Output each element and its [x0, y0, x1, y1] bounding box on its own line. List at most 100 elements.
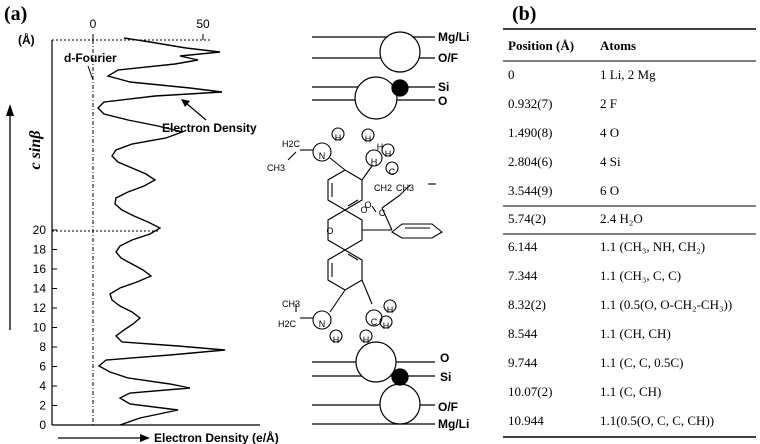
table-cell-atoms: 1.1 (CH₃, NH, CH₂): [600, 239, 705, 254]
table-cell-atoms: 1.1 (CH, CH): [600, 326, 671, 341]
atom-spheres: [354, 31, 421, 425]
table-cell-atoms: 6 O: [600, 183, 619, 198]
label-electron-density: Electron Density: [162, 121, 257, 135]
y-tick-label: 14: [33, 282, 47, 296]
table-cell-atoms: 2 F: [600, 96, 617, 111]
y-axis-ticks: 0 2 4 6 8 10 12 14 16 18 20: [33, 223, 57, 432]
n-atom-top: [312, 142, 332, 162]
table-cell-position: 6.144: [508, 239, 538, 254]
panel-b-label: (b): [512, 3, 536, 25]
molecule-atom-label: N: [319, 319, 326, 329]
molecule-atom-label: N: [319, 151, 326, 161]
table-cell-atoms: 2.4 H₂O: [600, 211, 643, 226]
molecule-atom-label: CH3: [267, 163, 285, 173]
si-atom-bottom: [391, 368, 409, 386]
panel-a-label: (a): [4, 3, 27, 25]
table-cell-atoms: 4 O: [600, 125, 619, 140]
y-tick-label: 18: [33, 243, 47, 257]
molecule-atom-label: H: [335, 133, 342, 143]
y-axis-arrow: [6, 104, 14, 330]
layer-label-o-bottom: O: [440, 351, 449, 365]
table-cell-atoms: 4 Si: [600, 154, 621, 169]
rhodamine-molecule: [287, 127, 443, 343]
table-cell-atoms: 1.1 (0.5(O, O-CH₂-CH₃)): [600, 297, 732, 312]
molecule-atom-label: H: [383, 321, 390, 331]
y-tick-label: 12: [33, 301, 47, 315]
layer-label-mgli-bottom: Mg/Li: [438, 417, 469, 431]
table-rules: [503, 28, 756, 438]
table-cell-atoms: 1.1 (C, C, 0.5C): [600, 355, 683, 370]
label-d-fourier: d-Fourier: [64, 51, 117, 65]
molecule-atom-label: C: [389, 167, 396, 177]
y-tick-label: 4: [39, 379, 46, 393]
layer-label-mgli-top: Mg/Li: [438, 30, 469, 44]
table-cell-position: 8.544: [508, 326, 538, 341]
top-tick-50: 50: [196, 17, 210, 31]
n-atom-bottom: [312, 310, 332, 330]
table-cell-position: 1.490(8): [508, 125, 552, 140]
table-cell-position: 10.944: [508, 413, 544, 428]
y-tick-label: 16: [33, 262, 47, 276]
y-tick-label: 20: [33, 223, 47, 237]
molecule-atom-label: H: [385, 149, 392, 159]
atom-sphere-bottom-1: [355, 341, 397, 383]
molecule-atom-label: H: [333, 335, 340, 345]
x-axis-arrow: [58, 434, 150, 442]
electron-density-arrow: [181, 99, 207, 121]
table-cell-position: 10.07(2): [508, 384, 552, 399]
molecule-atom-label: C: [371, 317, 378, 327]
molecule-atom-label: H: [377, 142, 384, 152]
molecule-atom-label: O: [326, 226, 333, 236]
atom-sphere-top-1: [379, 31, 421, 73]
table-cell-position: 7.344: [508, 268, 538, 283]
molecule-atom-label: H: [371, 157, 378, 167]
table-cell-position: 8.32(2): [508, 297, 546, 312]
table-cell-position: 3.544(9): [508, 183, 552, 198]
y-tick-label: 10: [33, 321, 47, 335]
y-tick-label: 8: [39, 340, 46, 354]
table-cell-atoms: 1 Li, 2 Mg: [600, 67, 656, 82]
table-cell-position: 2.804(6): [508, 154, 552, 169]
table-cell-position: 9.744: [508, 355, 538, 370]
table-cell-position: 0.932(7): [508, 96, 552, 111]
table-rows: 0 1 Li, 2 Mg 0.932(7) 2 F 1.490(8) 4 O 2.804(6…: [508, 67, 732, 428]
y-tick-label: 6: [39, 360, 46, 374]
molecule-atom-label: O: [360, 205, 367, 215]
atom-sphere-top-2: [354, 76, 398, 120]
y-tick-label: 0: [39, 418, 46, 432]
si-atom-top: [391, 79, 409, 97]
plot-frame: [51, 34, 260, 426]
table-header-atoms: Atoms: [600, 38, 636, 53]
electron-density-curve: [97, 37, 226, 426]
molecule-atom-label: H2C: [282, 139, 301, 149]
table-cell-position: 5.74(2): [508, 211, 546, 226]
table-header-position: Position (Å): [508, 38, 574, 53]
y-tick-label: 2: [39, 399, 46, 413]
molecule-atom-label: CH2: [374, 183, 392, 193]
table-cell-atoms: 1.1(0.5(O, C, C, CH)): [600, 413, 714, 428]
molecule-atom-label: H: [387, 305, 394, 315]
table-cell-atoms: 1.1 (CH₃, C, C): [600, 268, 681, 283]
x-axis-title: Electron Density (e/Å): [154, 430, 279, 444]
molecule-atom-label: H: [365, 134, 372, 144]
y-unit-label: (Å): [18, 32, 35, 47]
top-tick-0: 0: [90, 17, 97, 31]
layer-label-o-top: O: [438, 94, 447, 108]
d-fourier-leader: [87, 65, 94, 81]
layer-label-si-bottom: Si: [440, 370, 451, 384]
layer-label-of-top: O/F: [438, 51, 458, 65]
molecule-atom-label: H2C: [278, 319, 297, 329]
layer-label-of-bottom: O/F: [438, 400, 458, 414]
molecule-atom-label: H: [363, 335, 370, 345]
molecule-atom-label: CH3: [282, 299, 300, 309]
molecule-atom-label: O: [364, 200, 371, 210]
molecule-atom-label: C: [379, 208, 386, 218]
table-cell-atoms: 1.1 (C, CH): [600, 384, 661, 399]
layer-label-si-top: Si: [438, 80, 449, 94]
molecule-atom-label: CH3: [396, 183, 414, 193]
atom-sphere-bottom-2: [379, 383, 421, 425]
table-cell-position: 0: [508, 67, 515, 82]
y-axis-title: c sinβ: [27, 130, 44, 170]
